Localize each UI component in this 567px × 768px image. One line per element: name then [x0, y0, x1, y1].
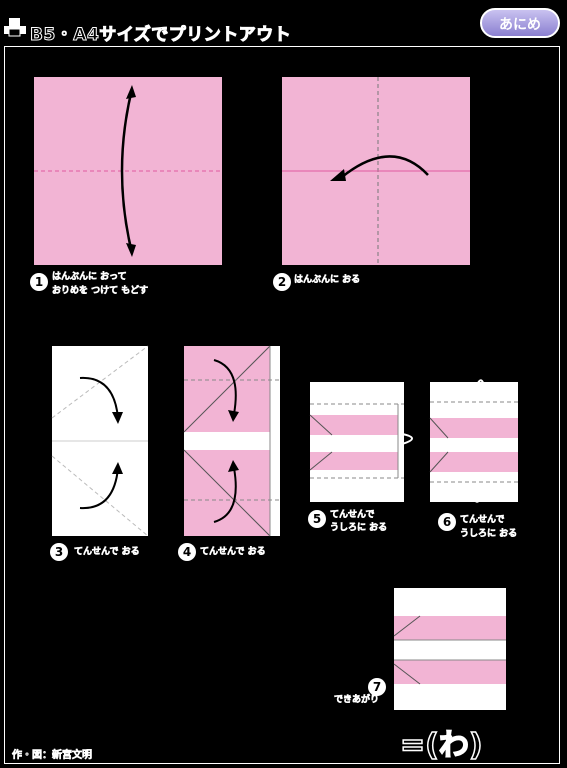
credit-text: 作・図：新宮文明 — [12, 750, 93, 762]
step6-lines — [429, 379, 518, 503]
result-label: =(わ) — [399, 727, 483, 764]
step7-caption: できあがり — [334, 695, 380, 706]
step2-lines — [282, 77, 470, 265]
step7-lines — [393, 615, 506, 685]
step4-number: 4 — [178, 543, 196, 561]
header: B5・A4サイズでプリントアウト あにめ — [0, 0, 567, 46]
step7-paper — [394, 588, 506, 710]
step3-number: 3 — [50, 543, 68, 561]
step4-lines — [183, 345, 280, 537]
step6-number: 6 — [438, 513, 456, 531]
step2-number: 2 — [273, 273, 291, 291]
step3-caption: てんせんで おる — [74, 547, 140, 558]
step5-caption-line1: てんせんで — [330, 510, 375, 521]
step5-paper — [310, 382, 404, 502]
anime-button[interactable]: あにめ — [480, 8, 560, 38]
step3-lines — [51, 345, 149, 537]
step6-caption-line2: うしろに おる — [460, 529, 518, 540]
step5-caption-line2: うしろに おる — [330, 523, 388, 534]
step1-number: 1 — [30, 273, 48, 291]
step2-caption: はんぶんに おる — [294, 275, 361, 286]
printer-icon[interactable] — [4, 18, 26, 37]
step6-caption-line1: てんせんで — [460, 515, 505, 526]
page-title[interactable]: B5・A4サイズでプリントアウト — [29, 25, 292, 46]
diagram-frame — [4, 46, 560, 764]
step4-caption: てんせんで おる — [200, 547, 266, 558]
step7-number: 7 — [368, 678, 386, 696]
step5-number: 5 — [308, 510, 326, 528]
step1-caption-line2: おりめを つけて もどす — [52, 286, 149, 297]
step5-lines — [309, 403, 413, 479]
step1-caption-line1: はんぶんに おって — [52, 272, 127, 283]
step1-lines — [34, 85, 222, 257]
